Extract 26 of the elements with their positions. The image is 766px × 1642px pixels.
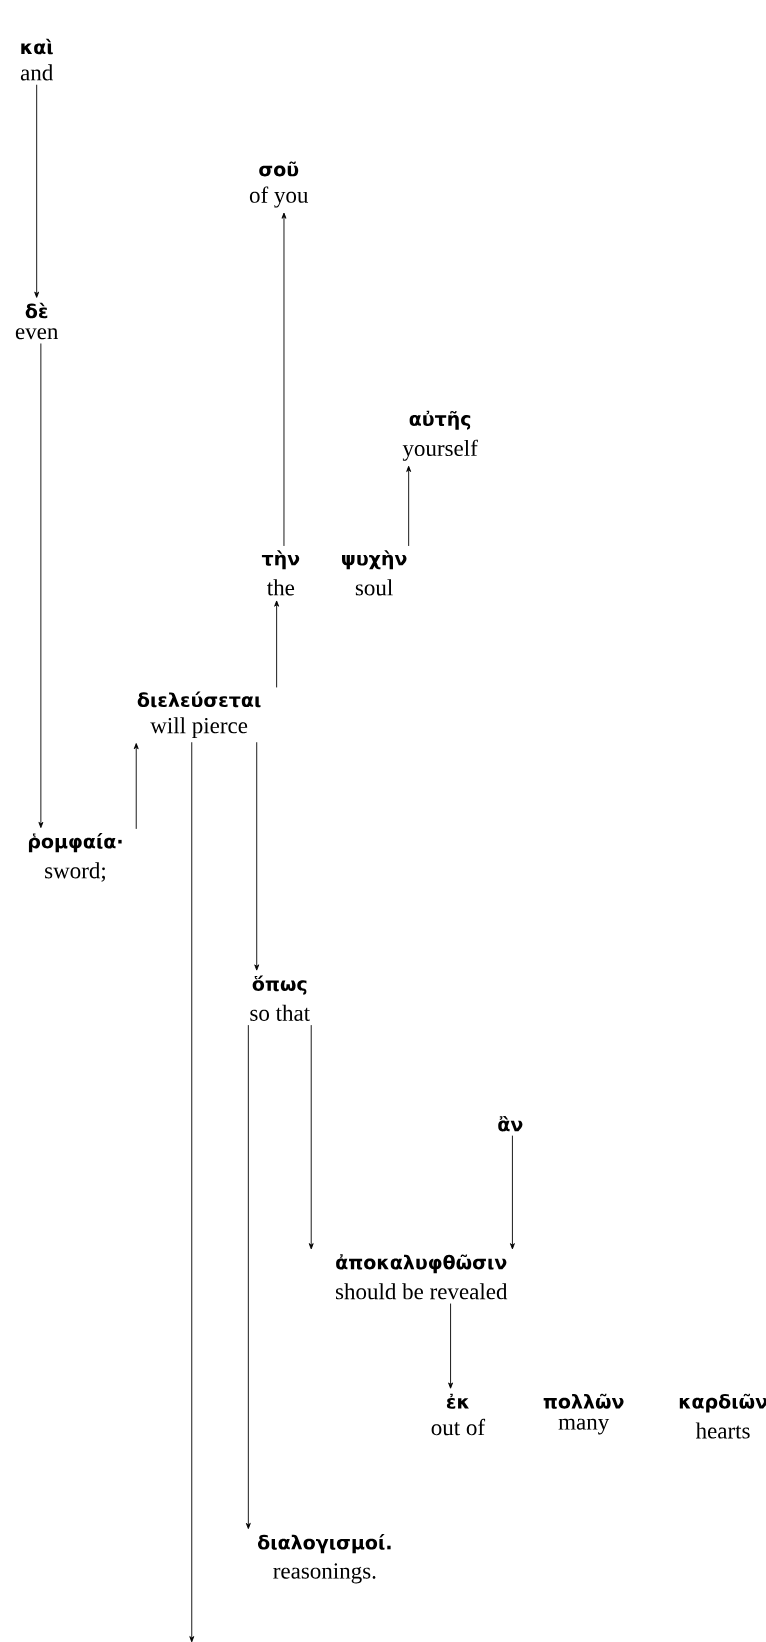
word-label: ψυχὴν soul — [342, 550, 407, 596]
word-label: δὲ even — [15, 302, 59, 340]
word-label: ῥομφαία· sword; — [28, 833, 122, 882]
word-label: αὐτῆς yourself — [402, 410, 478, 461]
arrow — [34, 84, 40, 298]
word-label: καὶ and — [20, 38, 53, 81]
arrow — [281, 212, 287, 547]
word-label: πολλῶν many — [543, 1393, 624, 1435]
arrow — [38, 343, 44, 829]
word-label: σοῦ of you — [249, 161, 309, 208]
word-label: διελεύσεται will pierce — [137, 691, 261, 739]
word-label: ἐκ out of — [431, 1393, 486, 1436]
arrow — [189, 741, 195, 1642]
arrow — [406, 465, 412, 547]
arrow — [448, 1303, 453, 1389]
arrow — [510, 1135, 515, 1250]
word-label: ἂν — [498, 1116, 523, 1132]
word-label: ὅπως so that — [250, 975, 310, 1021]
word-label: διαλογισμοί. reasonings. — [258, 1534, 391, 1584]
arrow — [274, 600, 280, 688]
arrow — [245, 1024, 251, 1530]
arrow — [254, 741, 260, 971]
arrow — [133, 743, 139, 830]
arrow — [308, 1024, 314, 1250]
word-label: ἀποκαλυφθῶσιν should be revealed — [335, 1254, 508, 1300]
word-label: τὴν the — [261, 550, 300, 596]
